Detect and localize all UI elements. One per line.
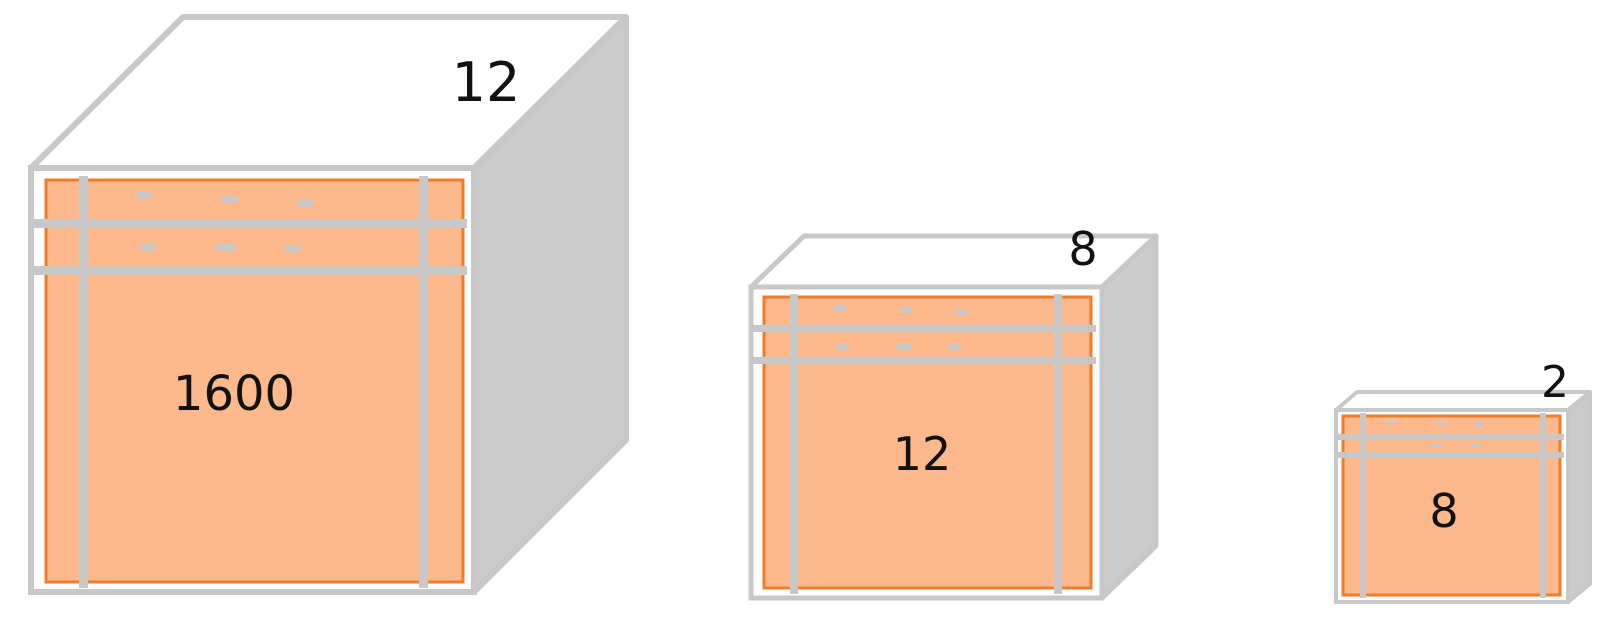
box-small: 2 8 xyxy=(1334,357,1592,604)
box-large-front-panel xyxy=(44,178,465,584)
box-small-front-label: 8 xyxy=(1429,484,1458,538)
box-small-depth-label: 2 xyxy=(1541,357,1569,408)
box-small-side-face xyxy=(1566,390,1592,604)
box-small-front-panel xyxy=(1341,414,1562,597)
box-medium-front-label: 12 xyxy=(893,427,952,481)
box-medium-straps xyxy=(753,294,1096,594)
box-medium-dots xyxy=(834,305,968,350)
box-medium-depth-label: 8 xyxy=(1068,222,1097,276)
box-medium-front-panel xyxy=(762,295,1093,590)
box-large: 12 1600 xyxy=(28,14,629,595)
box-large-front-label: 1600 xyxy=(173,366,295,422)
box-large-depth-label: 12 xyxy=(452,51,521,114)
box-small-dots xyxy=(1386,420,1484,448)
box-small-straps xyxy=(1338,413,1564,598)
box-medium: 8 12 xyxy=(748,222,1159,601)
box-medium-side-face xyxy=(1099,233,1159,601)
box-large-straps xyxy=(33,176,467,588)
box-large-dots xyxy=(136,192,313,252)
